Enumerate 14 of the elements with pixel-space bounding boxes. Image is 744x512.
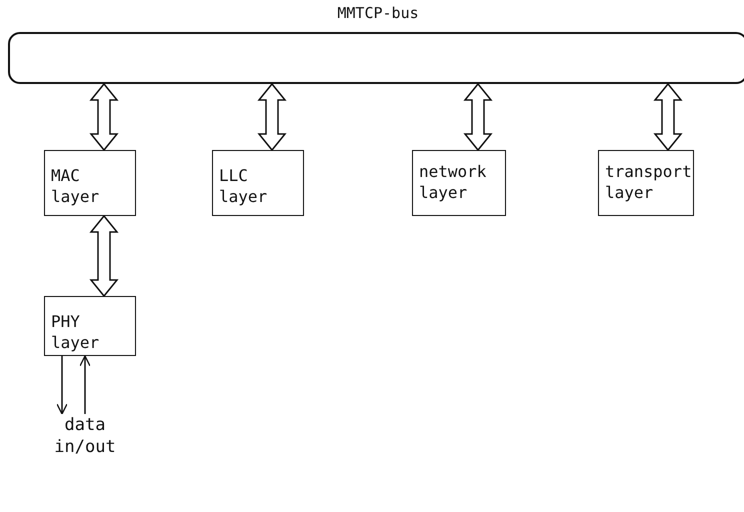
- layer-box: PHY layer: [44, 296, 136, 356]
- double-arrow: [89, 214, 119, 298]
- arrow: [56, 356, 68, 415]
- double-arrow: [257, 82, 287, 152]
- layer-box: MAC layer: [44, 150, 136, 216]
- double-arrow: [653, 82, 683, 152]
- double-arrow: [89, 82, 119, 152]
- layer-box: network layer: [412, 150, 506, 216]
- arrow: [79, 355, 91, 414]
- layer-box: transport layer: [598, 150, 694, 216]
- bus-title: MMTCP-bus: [336, 4, 420, 22]
- double-arrow: [463, 82, 493, 152]
- layer-box: LLC layer: [212, 150, 304, 216]
- io-label: data in/out: [53, 414, 117, 458]
